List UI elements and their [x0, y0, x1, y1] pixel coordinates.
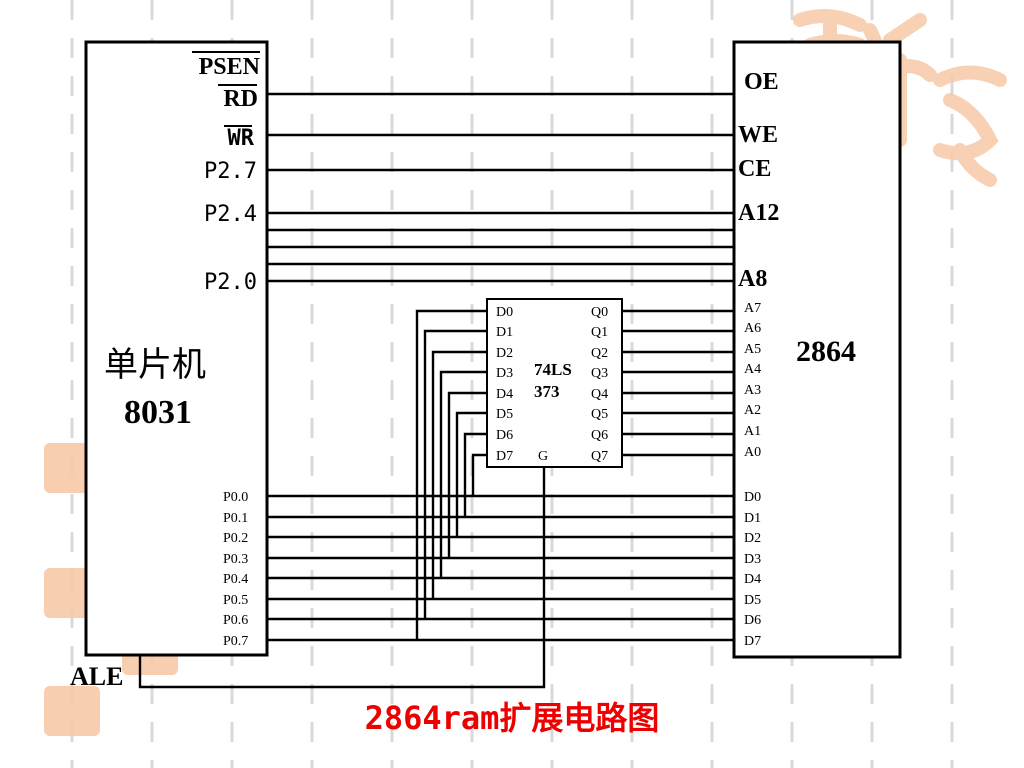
- latch-pin-q2-label: Q2: [591, 346, 608, 361]
- mcu-port0-labels: P0.0P0.1P0.2P0.3P0.4P0.5P0.6P0.7: [223, 490, 248, 649]
- ram-pin-d4-label: D4: [744, 572, 761, 587]
- ram-pin-d3-label: D3: [744, 552, 761, 567]
- latch-pin-g-label: G: [538, 449, 548, 464]
- mcu-8031-box: [84, 40, 269, 657]
- wire-ale-to-latch-g: [138, 467, 546, 689]
- mcu-pin-rd-label: RD: [223, 86, 258, 112]
- wire-p0-4-to-latch-d3: [439, 370, 487, 578]
- ram-pin-d6-label: D6: [744, 613, 761, 628]
- mcu-name-label: 单片机: [104, 345, 206, 385]
- ram-pin-d0-label: D0: [744, 490, 761, 505]
- ram-pin-a2-label: A2: [744, 403, 761, 418]
- latch-pin-d7-label: D7: [496, 449, 513, 464]
- latch-74ls373-box: [486, 298, 623, 468]
- mcu-pin-p0-4-label: P0.4: [223, 572, 248, 587]
- mcu-pin-p24-label: P2.4: [204, 202, 257, 227]
- latch-pin-d3-label: D3: [496, 366, 513, 381]
- latch-pin-d6-label: D6: [496, 428, 513, 443]
- circuit-wires: [138, 92, 734, 689]
- ram-pin-a5-label: A5: [744, 342, 761, 357]
- latch-pin-q3-label: Q3: [591, 366, 608, 381]
- wire-p0-5-to-latch-d2: [431, 350, 487, 599]
- latch-pin-q1-label: Q1: [591, 325, 608, 340]
- mcu-pin-p0-5-label: P0.5: [223, 593, 248, 608]
- mcu-pin-p0-0-label: P0.0: [223, 490, 248, 505]
- ram-pin-a8-label: A8: [738, 266, 767, 292]
- latch-pin-q4-label: Q4: [591, 387, 608, 402]
- ram-pin-a6-label: A6: [744, 321, 761, 336]
- wire-p0-7-to-latch-d0: [415, 309, 487, 640]
- ram-pin-we-label: WE: [738, 122, 778, 148]
- wire-p0-3-to-latch-d4: [447, 391, 487, 558]
- ram-pin-a12-label: A12: [738, 200, 779, 226]
- ram-name-label: 2864: [796, 335, 856, 368]
- latch-name-line1: 74LS: [534, 360, 572, 379]
- mcu-pin-p20-label: P2.0: [204, 270, 257, 295]
- ram-pin-a1-label: A1: [744, 424, 761, 439]
- wire-p0-1-to-latch-d6: [463, 432, 487, 517]
- mcu-pin-wr-label: WR: [228, 126, 255, 151]
- ram-pin-a7-label: A7: [744, 301, 761, 316]
- mcu-pin-p27-label: P2.7: [204, 159, 257, 184]
- mcu-pin-p0-7-label: P0.7: [223, 634, 248, 649]
- mcu-pin-p0-2-label: P0.2: [223, 531, 248, 546]
- mcu-pin-p0-3-label: P0.3: [223, 552, 248, 567]
- mcu-pin-p0-6-label: P0.6: [223, 613, 248, 628]
- latch-pin-q5-label: Q5: [591, 407, 608, 422]
- wire-p0-6-to-latch-d1: [423, 329, 487, 619]
- mcu-pin-p0-1-label: P0.1: [223, 511, 248, 526]
- latch-pin-q7-label: Q7: [591, 449, 608, 464]
- ram-pin-a0-label: A0: [744, 445, 761, 460]
- ram-pin-d1-label: D1: [744, 511, 761, 526]
- latch-name-line2: 373: [534, 382, 560, 401]
- mcu-pin-psen-label: PSEN: [199, 54, 261, 80]
- latch-pin-d2-label: D2: [496, 346, 513, 361]
- ram-pin-a3-label: A3: [744, 383, 761, 398]
- latch-pin-d4-label: D4: [496, 387, 513, 402]
- latch-pin-d0-label: D0: [496, 305, 513, 320]
- ram-2864-box: [732, 40, 902, 659]
- mcu-ale-label: ALE: [70, 662, 123, 691]
- mcu-model-label: 8031: [124, 394, 192, 431]
- latch-pin-q6-label: Q6: [591, 428, 608, 443]
- latch-pin-q0-label: Q0: [591, 305, 608, 320]
- latch-pin-d5-label: D5: [496, 407, 513, 422]
- latch-pin-d1-label: D1: [496, 325, 513, 340]
- ram-pin-oe-label: OE: [744, 69, 779, 95]
- ram-pin-d7-label: D7: [744, 634, 761, 649]
- wire-p0-0-to-latch-d7: [471, 453, 487, 496]
- diagram-caption: 2864ram扩展电路图: [365, 699, 660, 737]
- ram-pin-a4-label: A4: [744, 362, 761, 377]
- ram-pin-ce-label: CE: [738, 156, 771, 182]
- ram-pin-d2-label: D2: [744, 531, 761, 546]
- wire-p0-2-to-latch-d5: [455, 411, 487, 537]
- ram-pin-d5-label: D5: [744, 593, 761, 608]
